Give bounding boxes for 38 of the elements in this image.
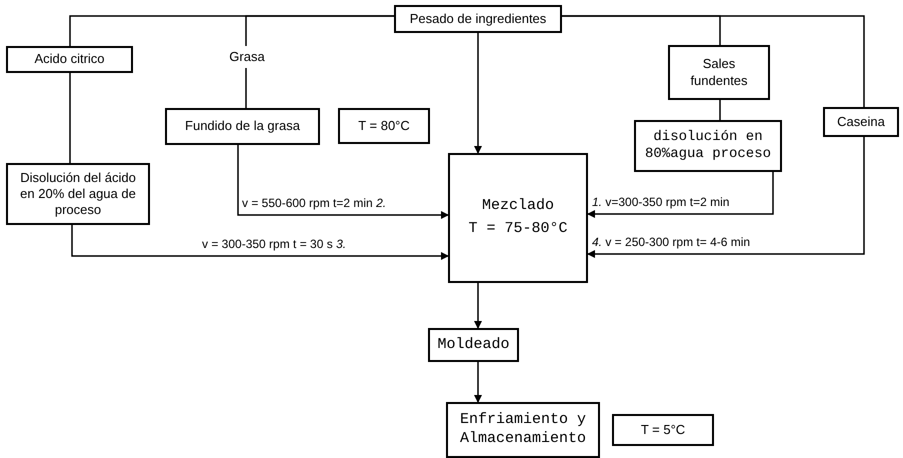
node-text: T = 80°C bbox=[358, 118, 410, 134]
node-text: Caseina bbox=[837, 114, 885, 130]
node-text: Moldeado bbox=[437, 336, 510, 354]
connector-line bbox=[474, 362, 482, 403]
process-box bbox=[394, 5, 562, 33]
node-text: Enfriamiento y Almacenamiento bbox=[458, 411, 588, 449]
connector-line bbox=[587, 137, 865, 258]
node-text: Disolución del ácido en 20% del agua de proceso bbox=[19, 170, 137, 218]
node-text: disolución en 80%agua proceso bbox=[644, 128, 772, 164]
node-text: Fundido de la grasa bbox=[185, 118, 300, 135]
node-text: Grasa bbox=[229, 48, 265, 66]
ingredient-box bbox=[823, 107, 899, 137]
node-text: T = 5°C bbox=[640, 422, 686, 438]
process-box bbox=[448, 153, 588, 283]
connector-line bbox=[69, 73, 71, 163]
connector-line bbox=[71, 225, 449, 260]
process-box bbox=[6, 163, 150, 225]
condition-box bbox=[612, 414, 714, 446]
connector-line bbox=[474, 33, 482, 154]
condition-box bbox=[338, 108, 430, 144]
connector-line bbox=[237, 145, 449, 219]
node-text: Mezclado bbox=[482, 197, 554, 216]
connector-line bbox=[587, 172, 774, 218]
connector-line bbox=[245, 15, 394, 46]
connector-line bbox=[719, 100, 721, 120]
connector-line bbox=[245, 68, 247, 108]
node-text: Acido citrico bbox=[34, 51, 105, 68]
process-box bbox=[446, 402, 600, 458]
node-text: Pesado de ingredientes bbox=[410, 10, 546, 28]
connector-line bbox=[562, 15, 865, 107]
ingredient-box bbox=[668, 45, 770, 100]
node-text: T = 75-80°C bbox=[468, 220, 568, 239]
ingredient-box bbox=[6, 46, 133, 73]
node-text: Sales fundentes bbox=[689, 56, 749, 89]
connector-line bbox=[474, 283, 482, 329]
process-box bbox=[428, 328, 519, 362]
process-box bbox=[634, 120, 782, 172]
process-box bbox=[165, 108, 320, 145]
